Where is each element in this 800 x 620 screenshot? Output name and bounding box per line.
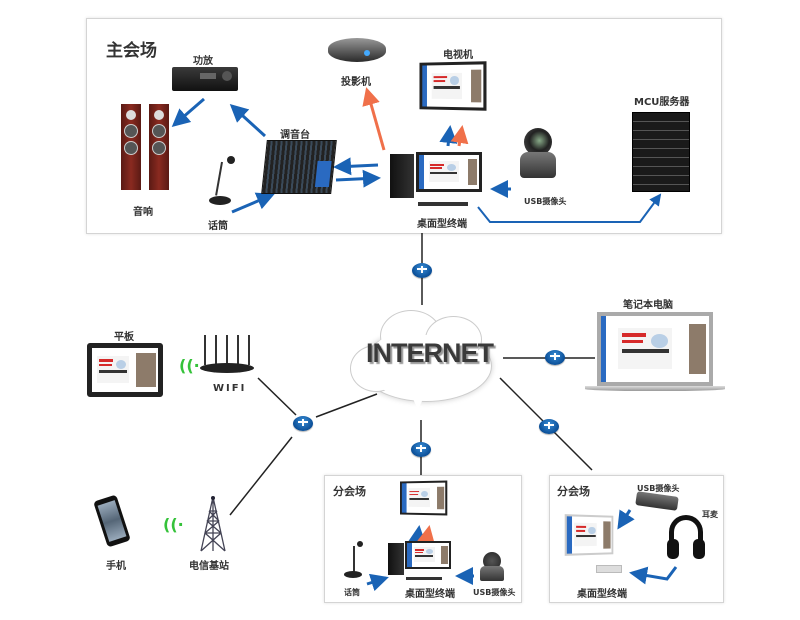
mixer-icon [261,140,337,194]
mcu-server-label: MCU服务器 [634,97,690,108]
branch1-usb-camera-icon [478,552,506,582]
link-hub-to-wifi [257,377,297,416]
usb-camera-label: USB摄像头 [524,197,567,206]
keyboard-icon [418,202,468,206]
laptop-screen [597,312,713,386]
branch2-usb-camera-label: USB摄像头 [637,484,680,493]
branch2-headset-label: 耳麦 [702,510,718,519]
microphone-icon [203,156,237,206]
mcu-server-icon [632,112,690,192]
branch1-microphone-label: 话筒 [344,588,360,597]
amplifier-label: 功放 [193,56,213,67]
speakers-label: 音响 [133,207,153,218]
desktop-monitor [416,152,482,192]
link-hub-to-tower [229,436,293,516]
branch1-tower-icon [388,543,404,575]
projector-icon [328,38,386,62]
branch1-title: 分会场 [333,485,366,498]
amplifier-icon [172,67,238,91]
branch1-terminal-label: 桌面型终端 [405,589,455,600]
branch1-usb-camera-label: USB摄像头 [473,588,516,597]
branch1-microphone-icon [341,541,365,579]
tv-label: 电视机 [443,50,473,61]
internet-cloud [350,300,500,418]
internet-label: INTERNET [366,338,494,368]
branch2-headset-icon [667,515,705,561]
branch2-keyboard-icon [596,565,622,573]
laptop-label: 笔记本电脑 [623,300,673,311]
wifi-signal-icon-tablet: ((· [179,356,200,375]
router-laptop-icon[interactable] [545,350,565,365]
router-branch1-icon[interactable] [411,442,431,457]
usb-camera-icon [518,128,558,180]
projector-label: 投影机 [341,77,371,88]
speaker-left-icon [121,104,141,190]
router-hub-icon[interactable] [293,416,313,431]
desktop-tower-icon [390,154,414,198]
branch1-monitor [405,541,451,569]
microphone-label: 话筒 [208,221,228,232]
base-station-tower-icon [200,496,226,552]
phone-label: 手机 [106,561,126,572]
base-station-label: 电信基站 [189,561,229,572]
main-venue-title: 主会场 [106,41,157,61]
wifi-label: WIFI [213,383,247,394]
tablet-screen [87,343,163,397]
tv-screen [419,61,487,111]
wifi-router-icon [200,335,254,375]
router-branch2-icon[interactable] [539,419,559,434]
router-main-icon[interactable] [412,263,432,278]
desktop-terminal-label: 桌面型终端 [417,219,467,230]
wifi-signal-icon-phone: ((· [163,515,184,534]
branch2-title: 分会场 [557,485,590,498]
branch2-allinone-screen [564,514,614,556]
main-venue-panel [86,18,722,234]
branch2-terminal-label: 桌面型终端 [577,589,627,600]
laptop-base-icon [585,386,725,391]
branch1-keyboard-icon [406,577,442,580]
phone-icon [93,494,131,548]
speaker-right-icon [149,104,169,190]
tablet-label: 平板 [114,332,134,343]
mixer-label: 调音台 [280,130,310,141]
branch1-tv-screen [400,480,448,516]
